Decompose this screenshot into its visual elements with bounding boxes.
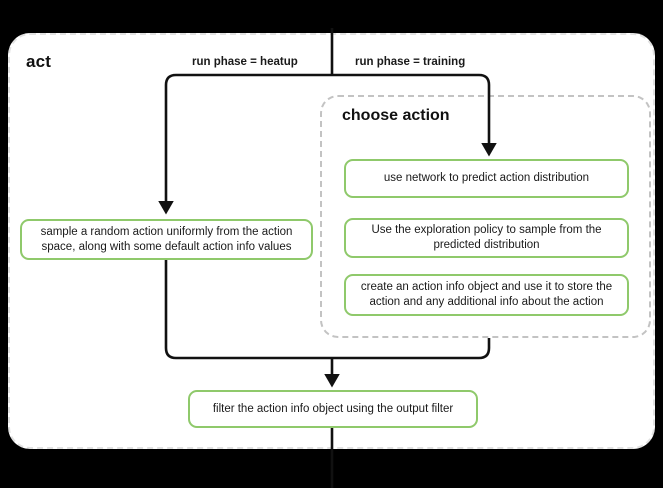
node-filter-action-info[interactable]: filter the action info object using the … (188, 390, 478, 428)
node-sample-random-action[interactable]: sample a random action uniformly from th… (20, 219, 313, 260)
choose-action-subgraph-title: choose action (342, 107, 450, 124)
edge-label-training: run phase = training (355, 56, 466, 68)
node-exploration-policy[interactable]: Use the exploration policy to sample fro… (344, 218, 629, 258)
node-use-network-predict[interactable]: use network to predict action distributi… (344, 159, 629, 198)
edge-label-heatup: run phase = heatup (192, 56, 298, 68)
node-create-action-info[interactable]: create an action info object and use it … (344, 274, 629, 316)
act-container-title: act (26, 52, 52, 71)
